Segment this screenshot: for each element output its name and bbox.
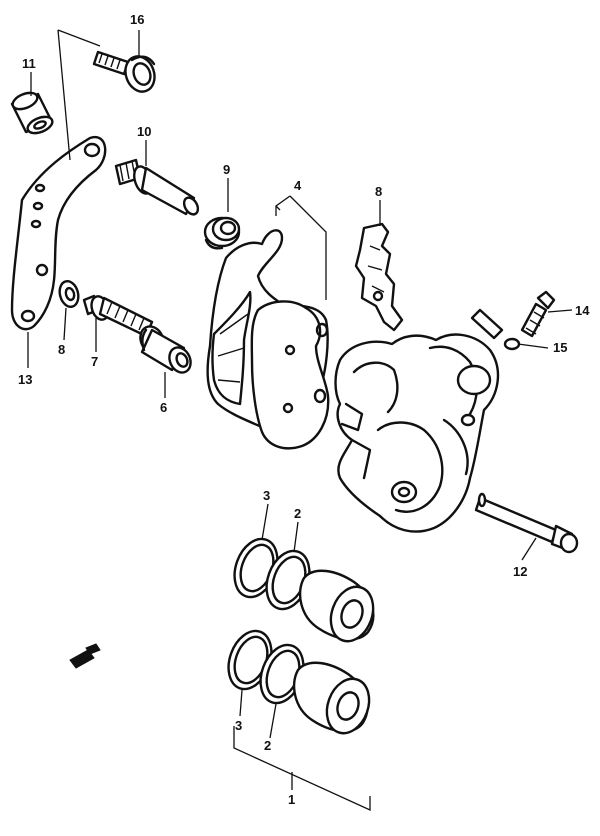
piston-upper xyxy=(298,569,375,643)
callout-15: 15 xyxy=(553,340,567,355)
part-11-sleeve xyxy=(10,91,54,135)
callout-3-lower: 3 xyxy=(235,718,242,733)
part-12-long-bolt xyxy=(474,492,579,554)
callout-13: 13 xyxy=(18,372,32,387)
part-9-boot xyxy=(203,216,241,250)
piston-lower xyxy=(292,661,371,735)
callout-1: 1 xyxy=(288,792,295,807)
callout-14: 14 xyxy=(575,303,590,318)
small-clip xyxy=(69,643,101,669)
part-8-washer-left xyxy=(58,280,80,308)
callout-9: 9 xyxy=(223,162,230,177)
callout-4: 4 xyxy=(294,178,302,193)
callout-11: 11 xyxy=(22,56,36,71)
callout-12: 12 xyxy=(513,564,527,579)
callout-7: 7 xyxy=(91,354,98,369)
callout-6: 6 xyxy=(160,400,167,415)
callout-2-lower: 2 xyxy=(264,738,271,753)
part-8-pad-spring xyxy=(354,222,404,332)
callout-16: 16 xyxy=(130,12,144,27)
seal-2-upper xyxy=(265,549,311,611)
callout-8-left: 8 xyxy=(58,342,65,357)
callout-2-upper: 2 xyxy=(294,506,301,521)
callout-10: 10 xyxy=(137,124,151,139)
callout-8-right: 8 xyxy=(375,184,382,199)
part-4-brake-pads xyxy=(206,229,330,450)
part-13-bracket xyxy=(10,135,107,331)
callout-3-upper: 3 xyxy=(263,488,270,503)
leader-lines xyxy=(27,29,573,812)
part-10-slide-pin xyxy=(114,158,200,216)
callout-labels: 16 11 10 9 4 8 14 15 8 7 13 6 3 2 12 3 2… xyxy=(18,12,590,807)
part-16-bolt xyxy=(92,50,156,93)
part-14-bleeder-valve xyxy=(520,290,556,338)
part-6-slide-pin xyxy=(139,325,192,374)
caliper-body xyxy=(334,333,500,533)
